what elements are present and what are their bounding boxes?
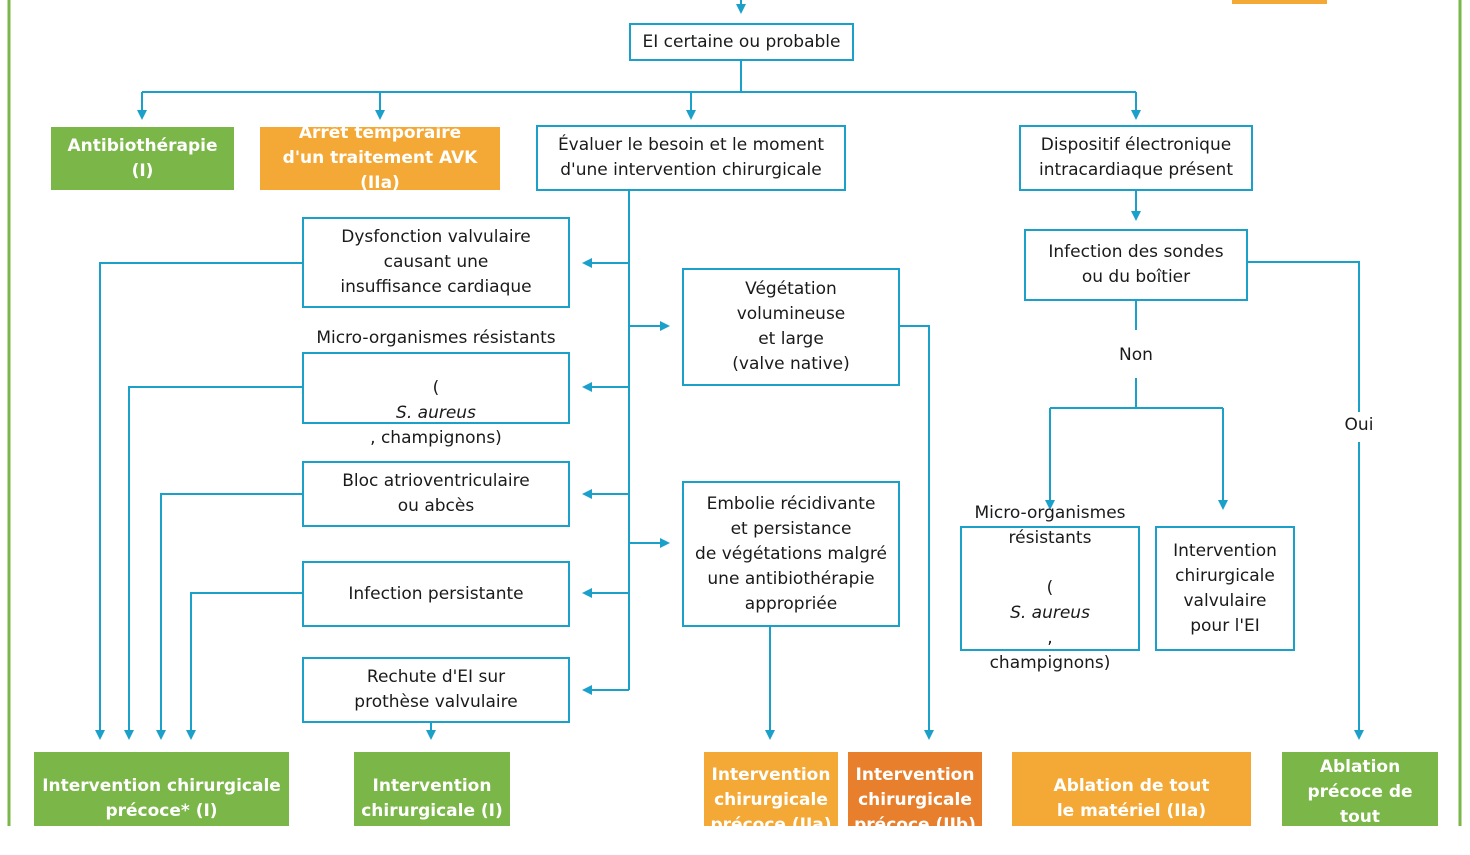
infection-persistante-box: Infection persistante	[302, 561, 570, 627]
arret-avk-box: Arrêt temporaire d'un traitement AVK (II…	[260, 123, 500, 193]
micro-organismes-box: Micro-organismes résistants (S. aureus, …	[302, 328, 570, 448]
intervention-precoce-IIa-box: Intervention chirurgicale précoce (IIa)	[704, 752, 838, 835]
vegetation-volumineuse-box: Végétation volumineuse et large (valve n…	[682, 268, 900, 386]
intervention-precoce-IIb-box: Intervention chirurgicale précoce (IIb)	[848, 752, 982, 835]
intervention-precoce-I-box: Intervention chirurgicale précoce* (I)	[34, 752, 289, 826]
micro-organismes-right-box: Micro-organismes résistants (S. aureus, …	[960, 503, 1140, 673]
non-label: Non	[1110, 345, 1162, 365]
ei-certaine-box: EI certaine ou probable	[629, 23, 854, 61]
antibiotherapie-box: Antibiothérapie (I)	[51, 127, 234, 190]
connector-lines	[7, 0, 1462, 826]
bloc-atrioventriculaire-box: Bloc atrioventriculaire ou abcès	[302, 461, 570, 527]
rechute-prothese-box: Rechute d'EI sur prothèse valvulaire	[302, 657, 570, 723]
dispositif-electronique-box: Dispositif électronique intracardiaque p…	[1019, 125, 1253, 191]
orange-legend-patch	[1232, 0, 1327, 4]
ablation-materiel-IIa-box: Ablation de tout le matériel (IIa)	[1012, 752, 1251, 826]
oui-label: Oui	[1336, 415, 1382, 435]
intervention-valvulaire-box: Intervention chirurgicale valvulaire pou…	[1155, 526, 1295, 651]
infection-sondes-box: Infection des sondes ou du boîtier	[1024, 229, 1248, 301]
dysfonction-valvulaire-box: Dysfonction valvulaire causant une insuf…	[302, 217, 570, 308]
evaluer-besoin-box: Évaluer le besoin et le moment d'une int…	[536, 125, 846, 191]
embolie-recidivante-box: Embolie récidivante et persistance de vé…	[682, 481, 900, 627]
ablation-precoce-I-box: Ablation précoce de tout le matériel (I)	[1282, 752, 1438, 852]
intervention-chirurgicale-I-box: Intervention chirurgicale (I)	[354, 752, 510, 826]
frame-border	[7, 0, 1462, 826]
